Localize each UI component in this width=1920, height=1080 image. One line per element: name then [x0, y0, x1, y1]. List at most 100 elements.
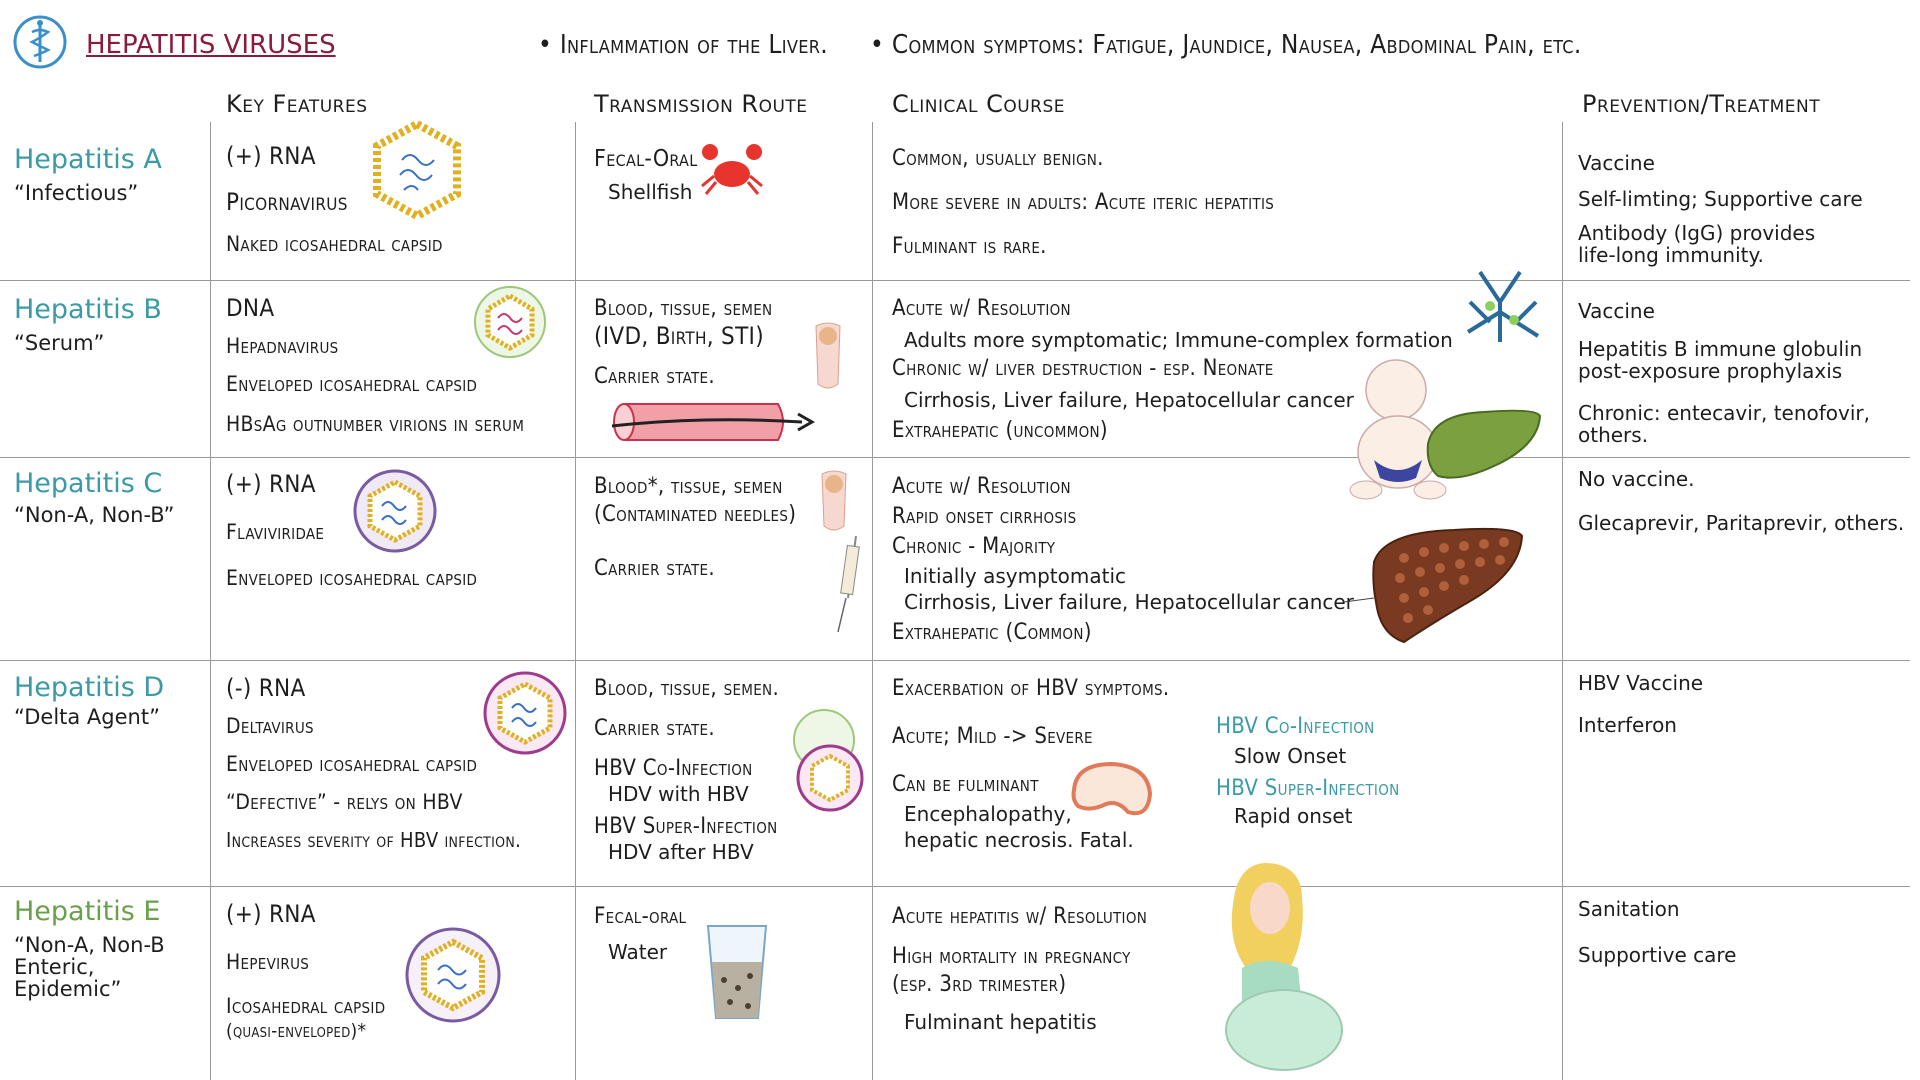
- feature: HBsAg outnumber virions in serum: [226, 412, 525, 436]
- prevention: Vaccine: [1578, 299, 1655, 323]
- feature: “Defective” - relys on HBV: [226, 790, 463, 814]
- feature: Picornavirus: [226, 188, 348, 216]
- liver-icon: [1424, 406, 1544, 489]
- transmission: Blood, tissue, semen: [594, 296, 773, 321]
- virus-name: Hepatitis B: [14, 294, 162, 325]
- grid-line: [0, 280, 1910, 281]
- virus-name: Hepatitis A: [14, 144, 162, 175]
- prevention: Self-limting; Supportive care: [1578, 187, 1863, 211]
- brain-slice-icon: [1068, 760, 1154, 827]
- bullet-2: • Common symptoms: Fatigue, Jaundice, Na…: [870, 30, 1582, 60]
- feature: Icosahedral capsid: [226, 994, 386, 1018]
- transmission: Fecal-Oral: [594, 146, 698, 172]
- feature: (+) RNA: [226, 900, 316, 928]
- clinical: Rapid onset: [1234, 804, 1353, 828]
- prevention: Supportive care: [1578, 943, 1737, 967]
- clinical: Adults more symptomatic; Immune-complex …: [904, 328, 1453, 352]
- clinical: Extrahepatic (uncommon): [892, 418, 1108, 443]
- clinical: Acute hepatitis w/ Resolution: [892, 904, 1148, 929]
- clinical: Initially asymptomatic: [904, 564, 1126, 588]
- transmission: (IVD, Birth, STI): [594, 322, 764, 350]
- prevention: Glecaprevir, Paritaprevir, others.: [1578, 511, 1905, 535]
- grid-line: [0, 660, 1910, 661]
- transmission: Blood, tissue, semen.: [594, 676, 780, 701]
- feature: Enveloped icosahedral capsid: [226, 566, 478, 590]
- clinical: Fulminant hepatitis: [904, 1010, 1097, 1034]
- clinical: Rapid onset cirrhosis: [892, 504, 1077, 529]
- virus-enveloped-icon: [472, 284, 548, 365]
- clinical: Acute w/ Resolution: [892, 474, 1071, 499]
- clinical: Common, usually benign.: [892, 146, 1104, 171]
- col-header-clinical: Clinical Course: [892, 90, 1065, 118]
- transmission: HBV Co-Infection: [594, 756, 753, 781]
- clinical: Encephalopathy,: [904, 802, 1072, 826]
- virus-alias: “Serum”: [14, 331, 105, 355]
- transmission: Carrier state.: [594, 716, 715, 741]
- col-header-prevention: Prevention/Treatment: [1582, 90, 1821, 118]
- pregnant-woman-icon: [1206, 858, 1346, 1077]
- clinical: Slow Onset: [1234, 744, 1347, 768]
- water-glass-icon: [704, 922, 770, 1027]
- virus-enveloped-icon: [352, 468, 438, 559]
- clinical: High mortality in pregnancy: [892, 944, 1131, 969]
- col-header-transmission: Transmission Route: [594, 90, 808, 118]
- virus-enveloped-icon: [482, 670, 568, 761]
- clinical: Can be fulminant: [892, 772, 1039, 797]
- clinical: HBV Super-Infection: [1216, 776, 1400, 801]
- organ-icon: [814, 468, 854, 539]
- prevention: HBV Vaccine: [1578, 671, 1704, 695]
- transmission: Blood*, tissue, semen: [594, 474, 783, 499]
- virus-name: Hepatitis D: [14, 672, 165, 703]
- antibody-icon: [1460, 262, 1546, 363]
- page-title: HEPATITIS VIRUSES: [86, 30, 336, 60]
- clinical: Extrahepatic (Common): [892, 620, 1092, 645]
- medical-caduceus-icon: [13, 15, 67, 69]
- col-header-features: Key Features: [226, 90, 368, 118]
- clinical: Acute; Mild -> Severe: [892, 724, 1093, 749]
- feature: Enveloped icosahedral capsid: [226, 372, 478, 396]
- transmission: HBV Super-Infection: [594, 814, 778, 839]
- grid-line: [210, 122, 211, 1080]
- grid-line: [1562, 122, 1563, 1080]
- transmission: Water: [608, 940, 668, 964]
- prevention: Hepatitis B immune globulin post-exposur…: [1578, 337, 1863, 383]
- feature: (-) RNA: [226, 674, 306, 702]
- grid-line: [0, 457, 1910, 458]
- prevention: Interferon: [1578, 713, 1677, 737]
- clinical: HBV Co-Infection: [1216, 714, 1375, 739]
- baby-icon: [1346, 356, 1450, 509]
- transmission: Shellfish: [608, 180, 693, 204]
- blood-vessel-icon: [602, 398, 816, 451]
- organ-icon: [806, 320, 850, 397]
- transmission: Carrier state.: [594, 556, 715, 581]
- crab-icon: [698, 140, 766, 203]
- clinical: Fulminant is rare.: [892, 234, 1047, 259]
- feature: Hepevirus: [226, 950, 310, 974]
- virus-capsid-icon: [404, 926, 502, 1029]
- feature: (+) RNA: [226, 470, 316, 498]
- clinical: Exacerbation of HBV symptoms.: [892, 676, 1170, 701]
- virus-alias: “Infectious”: [14, 181, 139, 205]
- clinical: Chronic w/ liver destruction - esp. Neon…: [892, 356, 1274, 381]
- feature: DNA: [226, 294, 275, 322]
- feature: (quasi-enveloped)*: [226, 1020, 367, 1042]
- clinical: Cirrhosis, Liver failure, Hepatocellular…: [904, 388, 1354, 412]
- virus-capsid-icon: [372, 119, 462, 225]
- virus-name: Hepatitis E: [14, 896, 161, 927]
- transmission: HDV after HBV: [608, 840, 754, 864]
- coinfection-virus-icon: [790, 706, 864, 821]
- cirrhotic-liver-icon: [1343, 522, 1526, 651]
- feature: Increases severity of HBV infection.: [226, 828, 522, 852]
- grid-line: [872, 122, 873, 1080]
- clinical: Cirrhosis, Liver failure, Hepatocellular…: [904, 590, 1354, 614]
- virus-name: Hepatitis C: [14, 468, 163, 499]
- grid-line: [575, 122, 576, 1080]
- feature: Hepadnavirus: [226, 334, 339, 358]
- feature: Flaviviridae: [226, 520, 325, 544]
- transmission: HDV with HBV: [608, 782, 749, 806]
- clinical: Acute w/ Resolution: [892, 296, 1071, 321]
- logo: [12, 14, 68, 70]
- clinical: More severe in adults: Acute iteric hepa…: [892, 190, 1275, 215]
- bullet-2-text: Common symptoms: Fatigue, Jaundice, Naus…: [891, 30, 1582, 60]
- virus-alias: “Non-A, Non-B”: [14, 503, 175, 527]
